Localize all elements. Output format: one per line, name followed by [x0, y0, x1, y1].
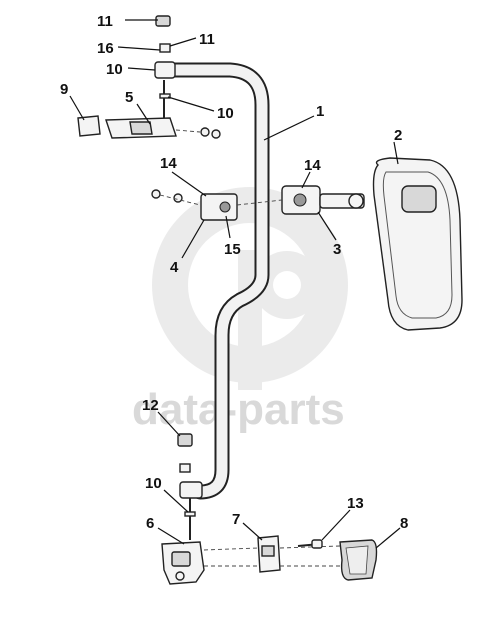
callout-2: 2 [394, 127, 402, 144]
callout-5: 5 [125, 89, 133, 106]
callout-8: 8 [400, 515, 408, 532]
callout-12-top: 11 [97, 13, 113, 30]
mirror-arm-tube [162, 62, 270, 500]
callout-14-right: 14 [304, 157, 321, 174]
callout-10-lower: 10 [145, 475, 162, 492]
callout-12-lower: 12 [142, 397, 159, 414]
lower-clamp-assembly [177, 433, 203, 540]
callout-16: 16 [97, 40, 114, 57]
callout-14-left: 14 [160, 155, 177, 172]
base-bracket [161, 541, 205, 585]
mirror-head [372, 157, 463, 331]
callout-3: 3 [333, 241, 341, 258]
callout-1: 1 [316, 103, 324, 120]
watermark-text: data-parts [132, 385, 345, 434]
callout-7: 7 [232, 511, 240, 528]
callout-labels: 11 16 11 10 10 5 9 1 2 14 4 15 14 3 12 1… [60, 13, 408, 532]
callout-10-top: 10 [106, 61, 123, 78]
callout-13: 13 [347, 495, 364, 512]
callout-6: 6 [146, 515, 154, 532]
upper-bracket-assembly [77, 115, 221, 139]
callout-11: 11 [199, 31, 215, 48]
lower-base-parts [203, 535, 378, 581]
callout-9: 9 [60, 81, 68, 98]
callout-10-mid: 10 [217, 105, 234, 122]
middle-clamp-right [236, 185, 365, 215]
leader-lines [69, 19, 401, 549]
middle-clamp-left [151, 189, 238, 221]
top-clamp-assembly [154, 15, 176, 120]
callout-4: 4 [170, 259, 179, 276]
callout-15: 15 [224, 241, 241, 258]
